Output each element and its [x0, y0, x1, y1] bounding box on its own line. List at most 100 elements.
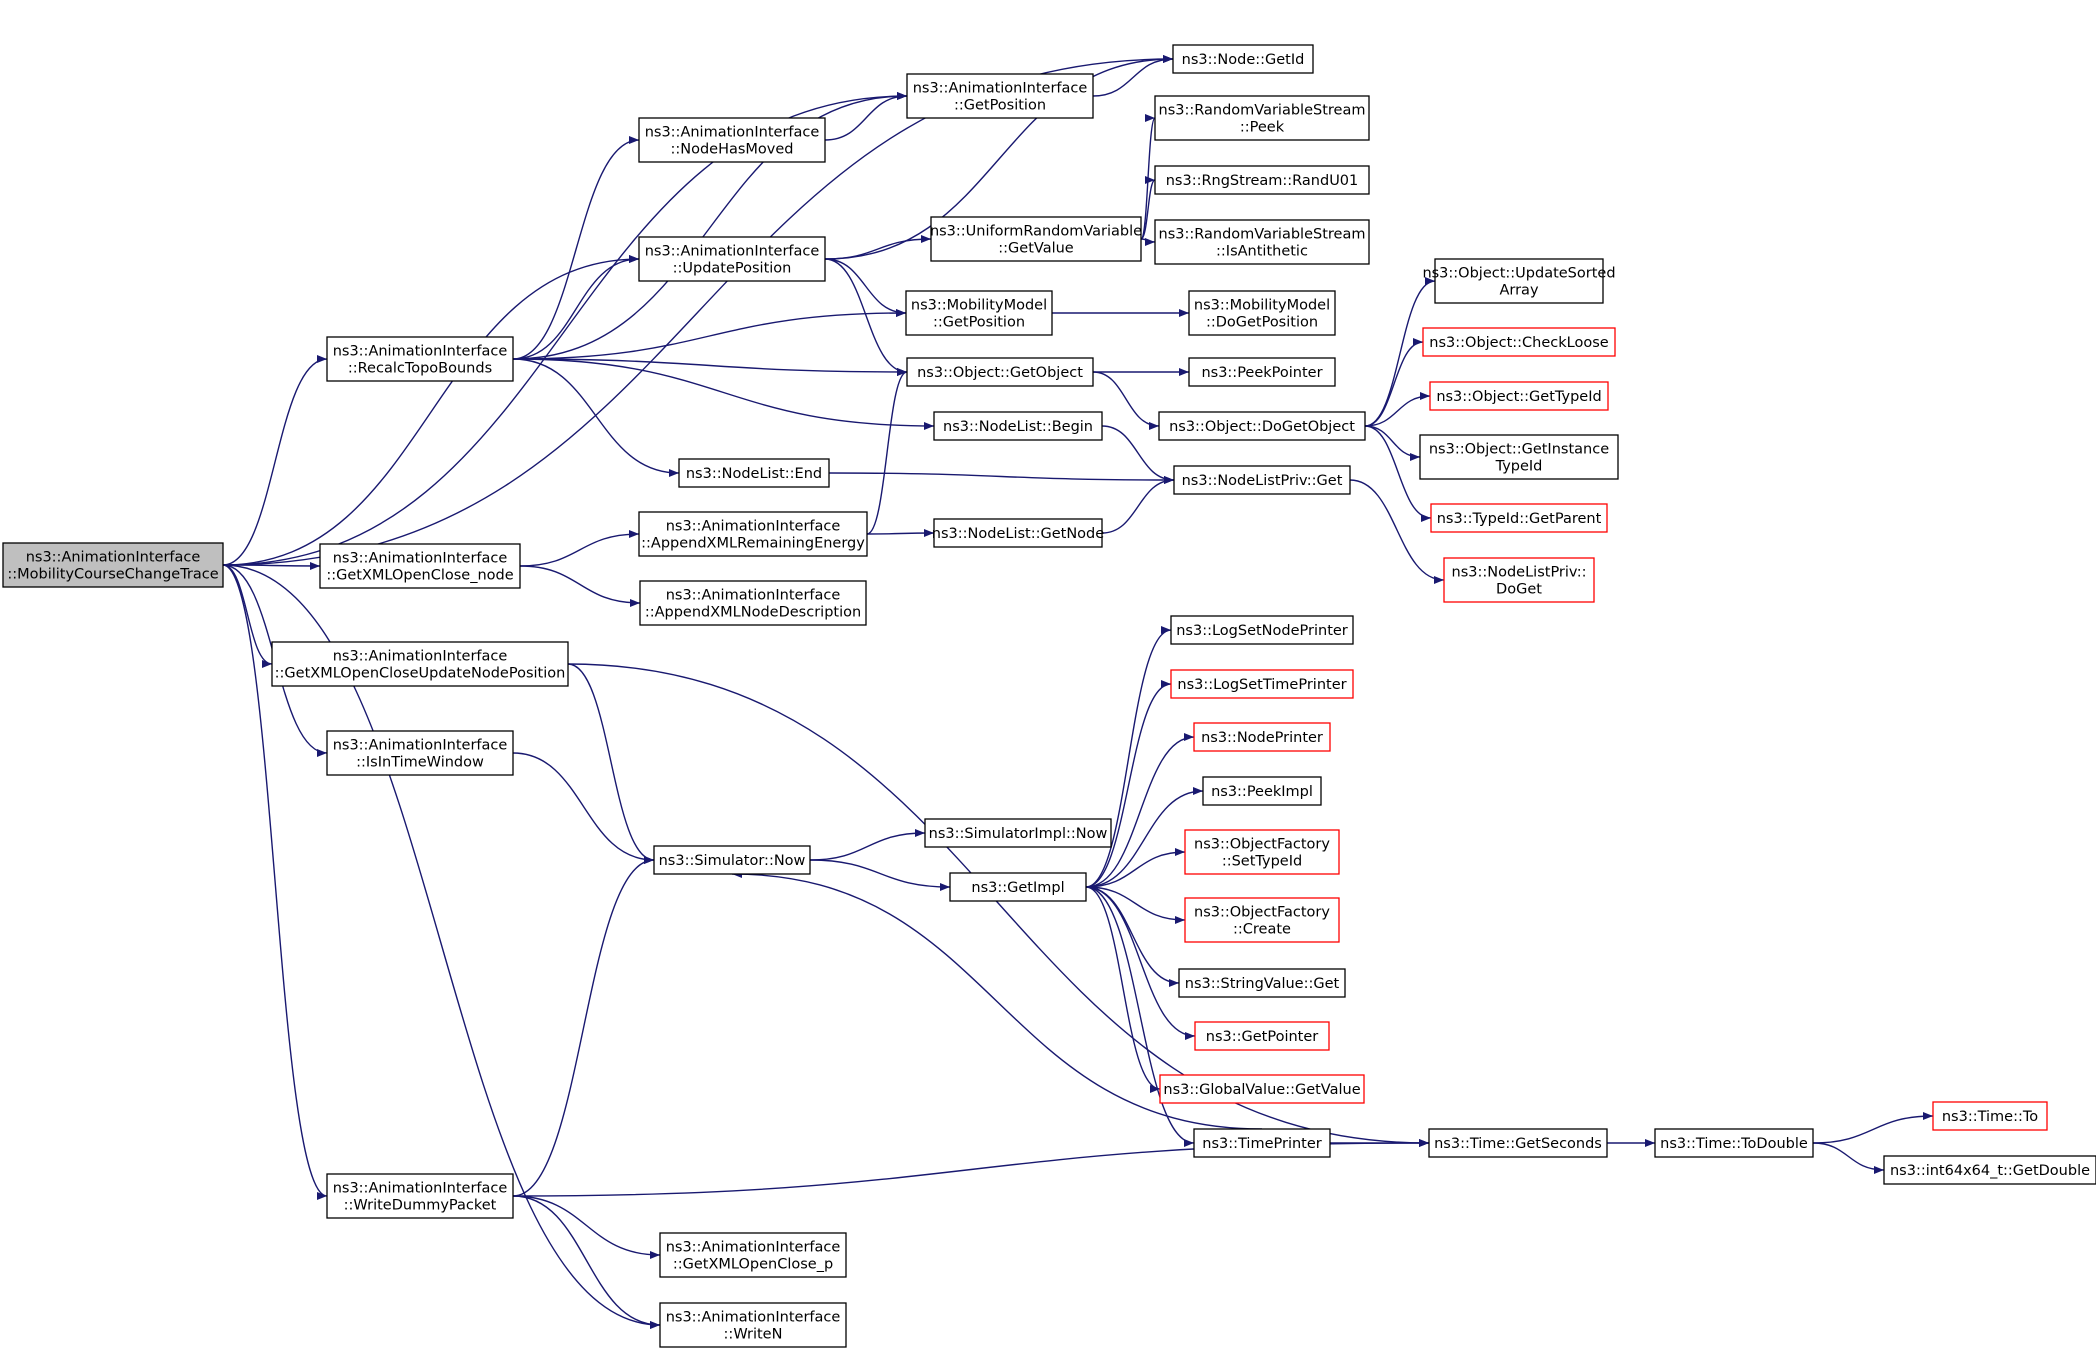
node-label: ::Peek: [1240, 120, 1285, 136]
node-label: ns3::ObjectFactory: [1194, 905, 1330, 921]
node-simimpl_now[interactable]: ns3::SimulatorImpl::Now: [924, 818, 1112, 848]
node-writen[interactable]: ns3::AnimationInterface::WriteN: [659, 1302, 847, 1348]
edge-recalc-to-ai_getpos: [512, 92, 908, 360]
node-logsetnode[interactable]: ns3::LogSetNodePrinter: [1170, 615, 1354, 645]
node-box: [1158, 411, 1366, 441]
node-label: ::GetXMLOpenClose_node: [326, 568, 513, 584]
node-updatepos[interactable]: ns3::AnimationInterface::UpdatePosition: [638, 236, 826, 282]
node-label: ns3::MobilityModel: [1194, 298, 1330, 314]
node-box: [906, 357, 1094, 387]
node-label: ns3::NodeList::GetNode: [932, 526, 1104, 542]
node-label: ns3::NodePrinter: [1201, 730, 1323, 746]
edge-timeprinter-to-sim_now: [731, 870, 1263, 1130]
node-getxml_p[interactable]: ns3::AnimationInterface::GetXMLOpenClose…: [659, 1232, 847, 1278]
node-label: ::RecalcTopoBounds: [348, 361, 492, 377]
node-box: [1430, 503, 1608, 533]
node-label: ns3::Object::DoGetObject: [1169, 419, 1355, 435]
node-sim_now[interactable]: ns3::Simulator::Now: [653, 845, 811, 875]
node-int64_getdouble[interactable]: ns3::int64x64_t::GetDouble: [1883, 1155, 2096, 1185]
node-label: ns3::Node::GetId: [1182, 52, 1305, 68]
edge-ai_getpos-to-getid: [1092, 55, 1174, 97]
node-label: ns3::LogSetTimePrinter: [1177, 677, 1346, 693]
node-label: ::AppendXMLNodeDescription: [645, 605, 861, 621]
node-time_todouble[interactable]: ns3::Time::ToDouble: [1654, 1128, 1814, 1158]
node-getid[interactable]: ns3::Node::GetId: [1172, 44, 1314, 74]
node-mm_getpos[interactable]: ns3::MobilityModel::GetPosition: [905, 290, 1053, 336]
node-nlp_get[interactable]: ns3::NodeListPriv::Get: [1173, 465, 1351, 495]
node-label: ns3::AnimationInterface: [645, 244, 820, 260]
edge-time_todouble-to-time_to: [1812, 1112, 1934, 1144]
node-box: [1883, 1155, 2096, 1185]
node-time_getseconds[interactable]: ns3::Time::GetSeconds: [1428, 1128, 1608, 1158]
node-randu01[interactable]: ns3::RngStream::RandU01: [1154, 165, 1370, 195]
edge-recalc-to-updatepos: [512, 255, 640, 360]
node-obj_dogetobject[interactable]: ns3::Object::DoGetObject: [1158, 411, 1366, 441]
node-mm_dogetpos[interactable]: ns3::MobilityModel::DoGetPosition: [1188, 290, 1336, 336]
node-of_settypeid[interactable]: ns3::ObjectFactory::SetTypeId: [1184, 829, 1340, 875]
node-getpointer[interactable]: ns3::GetPointer: [1194, 1021, 1330, 1051]
node-label: ns3::Time::To: [1942, 1109, 2038, 1125]
node-ai_getpos[interactable]: ns3::AnimationInterface::GetPosition: [906, 73, 1094, 119]
edge-writedummy-to-writen: [512, 1195, 661, 1329]
node-nodeprinter[interactable]: ns3::NodePrinter: [1193, 722, 1331, 752]
node-getxml_update[interactable]: ns3::AnimationInterface::GetXMLOpenClose…: [271, 641, 569, 687]
edge-getimpl-to-logsettime: [1085, 680, 1172, 888]
node-box: [1154, 165, 1370, 195]
node-nl_begin[interactable]: ns3::NodeList::Begin: [933, 411, 1103, 441]
node-of_create[interactable]: ns3::ObjectFactory::Create: [1184, 897, 1340, 943]
node-root[interactable]: ns3::AnimationInterface::MobilityCourseC…: [2, 542, 224, 588]
edge-sim_now-to-simimpl_now: [809, 829, 926, 861]
node-box: [1193, 722, 1331, 752]
node-nlp_doget[interactable]: ns3::NodeListPriv::DoGet: [1443, 557, 1595, 603]
node-rvs_isanti[interactable]: ns3::RandomVariableStream::IsAntithetic: [1154, 219, 1370, 265]
node-stringvalue_get[interactable]: ns3::StringValue::Get: [1178, 968, 1346, 998]
node-box: [924, 818, 1112, 848]
node-time_to[interactable]: ns3::Time::To: [1932, 1101, 2048, 1131]
node-label: ns3::PeekPointer: [1201, 365, 1322, 381]
node-label: ns3::NodeList::End: [686, 466, 822, 482]
node-istimewindow[interactable]: ns3::AnimationInterface::IsInTimeWindow: [326, 730, 514, 776]
edge-nodehasmoved-to-ai_getpos: [824, 92, 908, 141]
node-appendnodedesc[interactable]: ns3::AnimationInterface::AppendXMLNodeDe…: [639, 580, 867, 626]
node-box: [319, 543, 521, 589]
node-box: [326, 730, 514, 776]
node-nodehasmoved[interactable]: ns3::AnimationInterface::NodeHasMoved: [638, 117, 826, 163]
node-label: ns3::AnimationInterface: [666, 519, 841, 535]
node-box: [1419, 434, 1619, 480]
edge-root-to-updatepos: [222, 255, 640, 566]
node-label: ::MobilityCourseChangeTrace: [7, 567, 218, 583]
node-label: ns3::Object::GetObject: [917, 365, 1083, 381]
node-appendenergy[interactable]: ns3::AnimationInterface::AppendXMLRemain…: [638, 511, 868, 557]
edge-appendenergy-to-nl_getnode: [866, 529, 935, 538]
node-nl_end[interactable]: ns3::NodeList::End: [678, 458, 830, 488]
node-typeid_getparent[interactable]: ns3::TypeId::GetParent: [1430, 503, 1608, 533]
node-box: [1428, 1128, 1608, 1158]
node-getimpl[interactable]: ns3::GetImpl: [949, 872, 1087, 902]
node-label: ::DoGetPosition: [1206, 315, 1318, 331]
node-label: ns3::Object::GetInstance: [1429, 442, 1609, 458]
edge-recalc-to-nodehasmoved: [512, 136, 640, 360]
node-writedummy[interactable]: ns3::AnimationInterface::WriteDummyPacke…: [326, 1173, 514, 1219]
node-box: [659, 1232, 847, 1278]
node-gv_getvalue[interactable]: ns3::GlobalValue::GetValue: [1159, 1074, 1365, 1104]
node-peekimpl[interactable]: ns3::PeekImpl: [1202, 776, 1322, 806]
node-logsettime[interactable]: ns3::LogSetTimePrinter: [1170, 669, 1354, 699]
node-label: ::GetXMLOpenClose_p: [673, 1257, 833, 1273]
node-obj_checkloose[interactable]: ns3::Object::CheckLoose: [1422, 327, 1616, 357]
node-label: ns3::Object::GetTypeId: [1436, 389, 1601, 405]
node-label: ::WriteDummyPacket: [344, 1198, 497, 1214]
node-getxml_node[interactable]: ns3::AnimationInterface::GetXMLOpenClose…: [319, 543, 521, 589]
node-timeprinter[interactable]: ns3::TimePrinter: [1193, 1128, 1331, 1158]
node-box: [2, 542, 224, 588]
node-urv_getvalue[interactable]: ns3::UniformRandomVariable::GetValue: [930, 216, 1142, 262]
node-peekpointer[interactable]: ns3::PeekPointer: [1188, 357, 1336, 387]
node-recalc[interactable]: ns3::AnimationInterface::RecalcTopoBound…: [326, 336, 514, 382]
edge-root-to-writen: [222, 564, 661, 1329]
node-nl_getnode[interactable]: ns3::NodeList::GetNode: [932, 518, 1104, 548]
node-obj_getobject[interactable]: ns3::Object::GetObject: [906, 357, 1094, 387]
node-obj_gettypeid[interactable]: ns3::Object::GetTypeId: [1429, 381, 1609, 411]
node-rvs_peek[interactable]: ns3::RandomVariableStream::Peek: [1154, 95, 1370, 141]
node-box: [1184, 897, 1340, 943]
